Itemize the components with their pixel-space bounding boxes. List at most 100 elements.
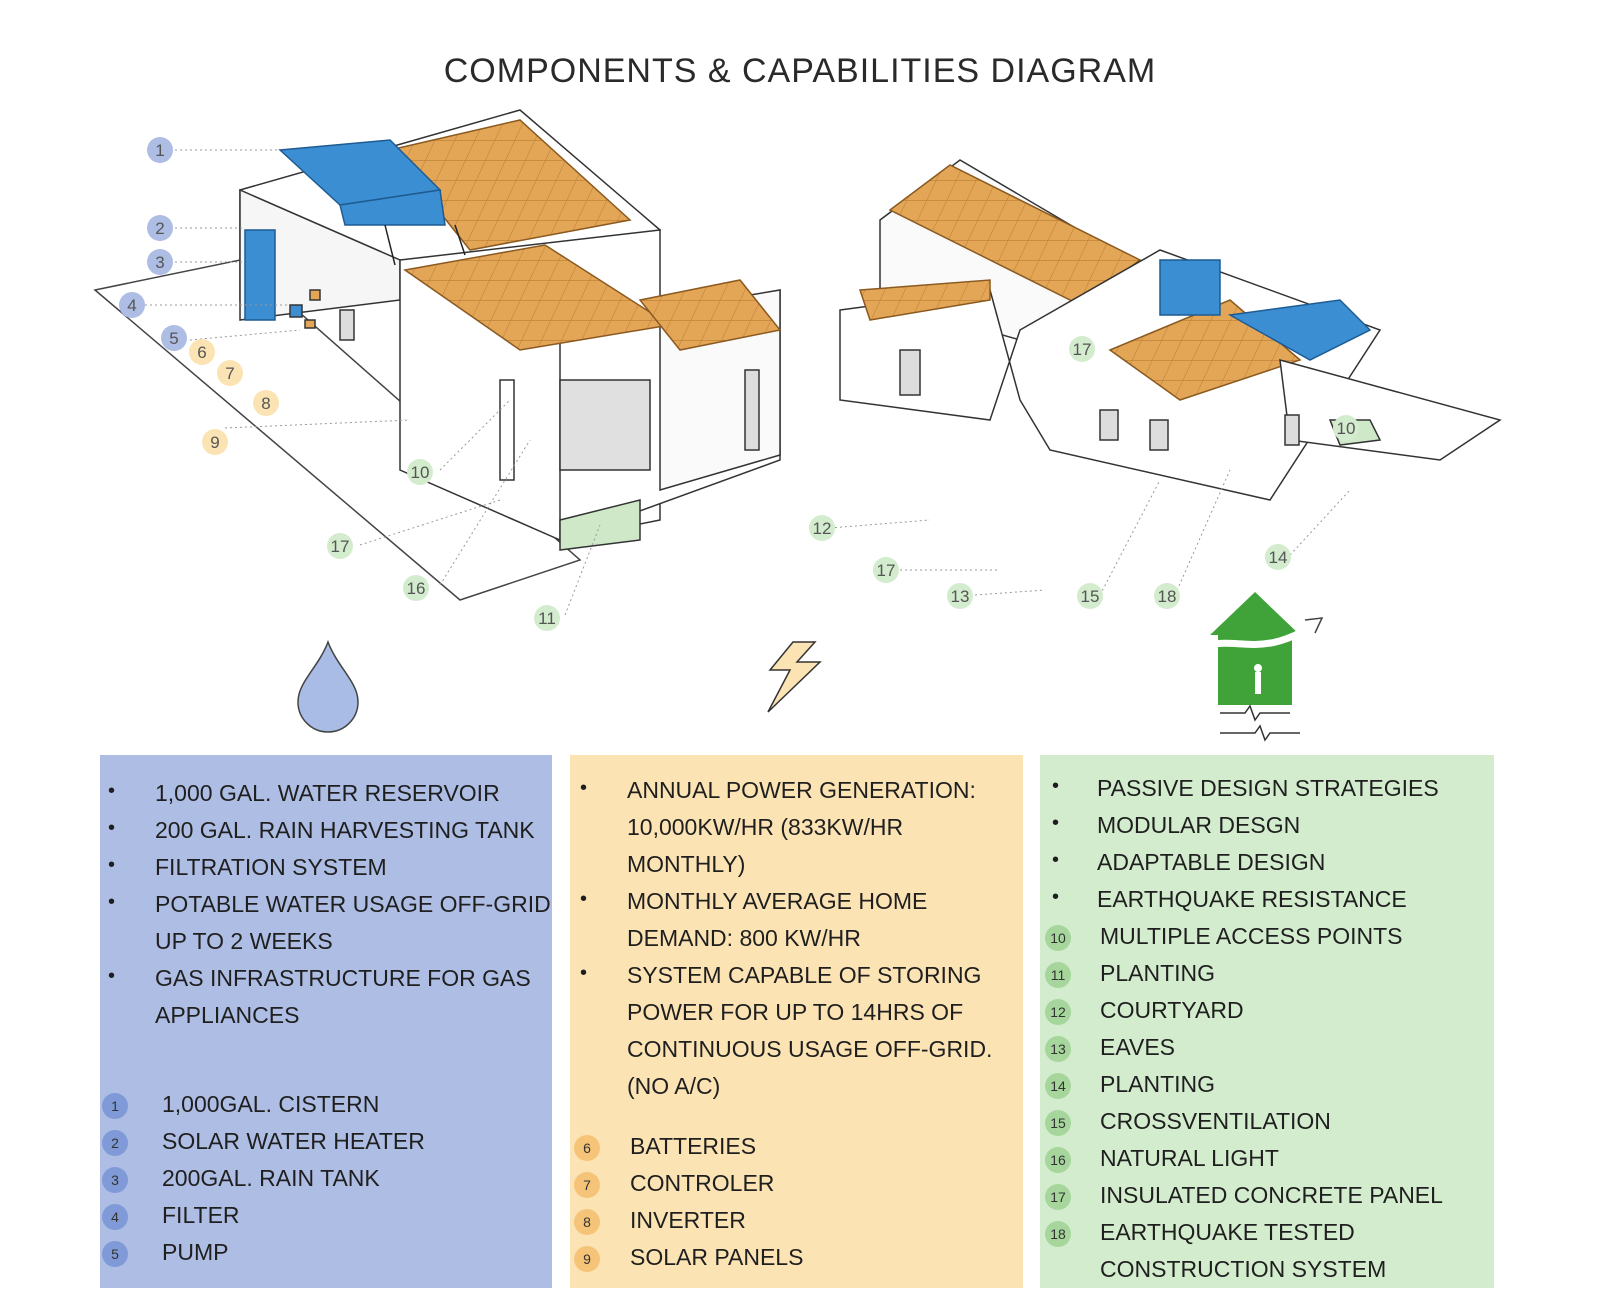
lightning-bolt-icon <box>767 641 822 713</box>
left-callouts: 1 2 3 4 5 6 7 8 9 10 17 16 11 <box>119 137 601 631</box>
callout-16: 16 <box>403 575 429 601</box>
callout-14: 14 <box>1265 544 1291 570</box>
svg-text:2: 2 <box>155 219 164 238</box>
power-bullet-cont: DEMAND: 800 KW/HR <box>627 925 861 951</box>
passive-bullet: EARTHQUAKE RESISTANCE <box>1097 886 1407 912</box>
legend-number: 18 <box>1045 1221 1071 1247</box>
callout-7: 7 <box>217 360 243 386</box>
water-bullet-cont: UP TO 2 WEEKS <box>155 928 333 954</box>
legend-number: 1 <box>102 1093 128 1119</box>
water-bullet-cont: APPLIANCES <box>155 1002 300 1028</box>
callout-10-right: 10 <box>1333 415 1359 441</box>
callout-9: 9 <box>202 429 228 455</box>
power-bullet: SYSTEM CAPABLE OF STORING <box>627 962 982 988</box>
legend-label: PLANTING <box>1100 960 1216 986</box>
callout-15: 15 <box>1077 583 1103 609</box>
legend-number: 6 <box>574 1135 600 1161</box>
legend-label: INVERTER <box>630 1207 746 1233</box>
legend-number: 4 <box>102 1204 128 1230</box>
legend-label: PUMP <box>162 1239 229 1265</box>
callout-17-lower: 17 <box>873 557 899 583</box>
svg-text:5: 5 <box>169 329 178 348</box>
legend-number: 14 <box>1045 1073 1071 1099</box>
legend-number: 17 <box>1045 1184 1071 1210</box>
callout-18: 18 <box>1154 583 1180 609</box>
callout-1: 1 <box>147 137 173 163</box>
water-bullet: POTABLE WATER USAGE OFF-GRID <box>155 891 551 917</box>
svg-text:14: 14 <box>1269 548 1288 567</box>
water-bullet: 1,000 GAL. WATER RESERVOIR <box>155 780 500 806</box>
legend-label: COURTYARD <box>1100 997 1244 1023</box>
callout-8: 8 <box>253 390 279 416</box>
svg-text:4: 4 <box>127 296 136 315</box>
legend-number: 2 <box>102 1130 128 1156</box>
legend-label-cont: CONSTRUCTION SYSTEM <box>1100 1256 1387 1282</box>
svg-text:17: 17 <box>331 537 350 556</box>
svg-text:8: 8 <box>261 394 270 413</box>
right-house-illustration <box>839 159 1502 501</box>
power-bullet-cont: CONTINUOUS USAGE OFF-GRID. <box>627 1036 993 1062</box>
svg-text:1: 1 <box>155 141 164 160</box>
legend-label: CONTROLER <box>630 1170 775 1196</box>
passive-bullet: MODULAR DESGN <box>1097 812 1301 838</box>
callout-4: 4 <box>119 292 145 318</box>
power-bullet-cont: MONTHLY) <box>627 851 746 877</box>
power-bullet: MONTHLY AVERAGE HOME <box>627 888 928 914</box>
water-panel: • 1,000 GAL. WATER RESERVOIR • 200 GAL. … <box>100 755 552 1288</box>
passive-design-panel: • PASSIVE DESIGN STRATEGIES • MODULAR DE… <box>1040 755 1494 1288</box>
legend-number: 13 <box>1045 1036 1071 1062</box>
callout-17-right: 17 <box>1069 336 1095 362</box>
callout-6: 6 <box>189 339 215 365</box>
legend-label: EAVES <box>1100 1034 1175 1060</box>
legend-number: 10 <box>1045 925 1071 951</box>
svg-text:11: 11 <box>538 609 556 628</box>
water-bullet: 200 GAL. RAIN HARVESTING TANK <box>155 817 535 843</box>
power-bullet: ANNUAL POWER GENERATION: <box>627 777 976 803</box>
svg-text:17: 17 <box>877 561 896 580</box>
svg-text:7: 7 <box>225 364 234 383</box>
callout-17: 17 <box>327 533 353 559</box>
legend-number: 11 <box>1045 962 1071 988</box>
callout-11: 11 <box>534 605 560 631</box>
legend-label: INSULATED CONCRETE PANEL <box>1100 1182 1443 1208</box>
power-panel: • ANNUAL POWER GENERATION: 10,000KW/HR (… <box>570 755 1023 1288</box>
water-drop-icon <box>297 639 359 733</box>
legend-label: SOLAR WATER HEATER <box>162 1128 425 1154</box>
callout-13: 13 <box>947 583 973 609</box>
callout-10: 10 <box>407 459 433 485</box>
svg-text:10: 10 <box>411 463 430 482</box>
legend-label: EARTHQUAKE TESTED <box>1100 1219 1355 1245</box>
callout-12: 12 <box>809 515 835 541</box>
power-bullet-cont: POWER FOR UP TO 14HRS OF <box>627 999 964 1025</box>
passive-house-icon <box>1198 592 1324 742</box>
legend-label: FILTER <box>162 1202 240 1228</box>
callout-5: 5 <box>161 325 187 351</box>
legend-label: MULTIPLE ACCESS POINTS <box>1100 923 1403 949</box>
legend-label: SOLAR PANELS <box>630 1244 804 1270</box>
legend-number: 9 <box>574 1246 600 1272</box>
callout-3: 3 <box>147 249 173 275</box>
right-callouts: 17 10 12 17 13 15 18 14 <box>809 336 1359 609</box>
svg-text:3: 3 <box>155 253 164 272</box>
svg-text:15: 15 <box>1081 587 1100 606</box>
water-bullet: FILTRATION SYSTEM <box>155 854 387 880</box>
legend-label: PLANTING <box>1100 1071 1216 1097</box>
svg-text:12: 12 <box>813 519 832 538</box>
svg-text:18: 18 <box>1158 587 1177 606</box>
legend-number: 5 <box>102 1241 128 1267</box>
left-house-illustration <box>93 109 782 601</box>
svg-text:9: 9 <box>210 433 219 452</box>
svg-text:10: 10 <box>1337 419 1356 438</box>
legend-number: 12 <box>1045 999 1071 1025</box>
power-bullet-cont: (NO A/C) <box>627 1073 721 1099</box>
power-bullet-cont: 10,000KW/HR (833KW/HR <box>627 814 904 840</box>
legend-number: 7 <box>574 1172 600 1198</box>
legend-label: CROSSVENTILATION <box>1100 1108 1331 1134</box>
svg-text:16: 16 <box>407 579 426 598</box>
legend-label: BATTERIES <box>630 1133 757 1159</box>
svg-text:17: 17 <box>1073 340 1092 359</box>
svg-text:6: 6 <box>197 343 206 362</box>
legend-label: NATURAL LIGHT <box>1100 1145 1279 1171</box>
callout-2: 2 <box>147 215 173 241</box>
passive-bullet: ADAPTABLE DESIGN <box>1097 849 1326 875</box>
